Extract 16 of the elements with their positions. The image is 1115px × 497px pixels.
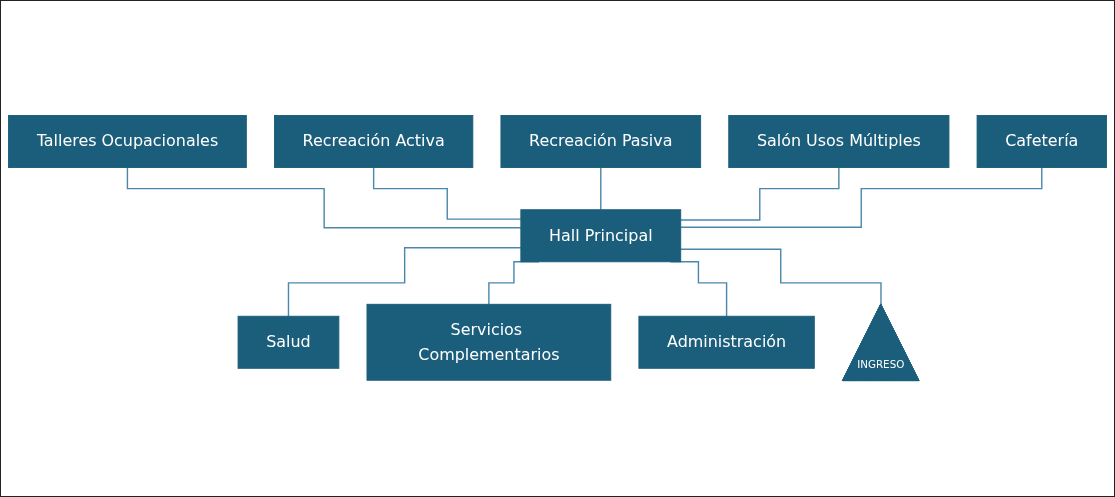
node-box: Talleres Ocupacionales xyxy=(8,115,247,169)
node-box: Administración xyxy=(638,316,815,370)
connector xyxy=(372,167,522,221)
node-box: Salud xyxy=(237,316,340,370)
connector xyxy=(680,248,882,306)
node-box: Servicios Complementarios xyxy=(366,304,612,382)
connector xyxy=(680,167,1043,229)
node-box: Cafetería xyxy=(976,115,1107,169)
connector xyxy=(287,247,522,318)
connector xyxy=(126,167,522,229)
node-box: Hall Principal xyxy=(520,209,682,263)
node-box: Recreación Activa xyxy=(274,115,474,169)
connector xyxy=(680,167,840,222)
node-box: Salón Usos Múltiples xyxy=(728,115,950,169)
connector xyxy=(600,167,602,211)
node-box: Recreación Pasiva xyxy=(500,115,702,169)
